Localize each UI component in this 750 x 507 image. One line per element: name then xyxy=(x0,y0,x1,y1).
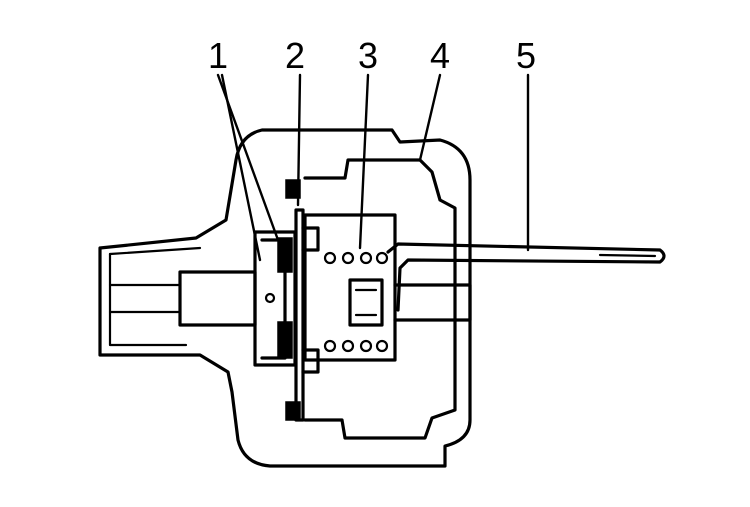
callout-4: 4 xyxy=(430,35,450,76)
contact-lead xyxy=(386,242,666,312)
spring-chamber xyxy=(303,213,397,362)
inlet-port xyxy=(108,270,257,327)
leader-lines xyxy=(216,73,530,262)
callout-2: 2 xyxy=(285,35,305,76)
callout-5: 5 xyxy=(516,35,536,76)
callout-3: 3 xyxy=(358,35,378,76)
terminal-cavity xyxy=(303,158,472,440)
callout-1: 1 xyxy=(208,35,228,76)
diaphragm-assembly xyxy=(253,179,320,422)
